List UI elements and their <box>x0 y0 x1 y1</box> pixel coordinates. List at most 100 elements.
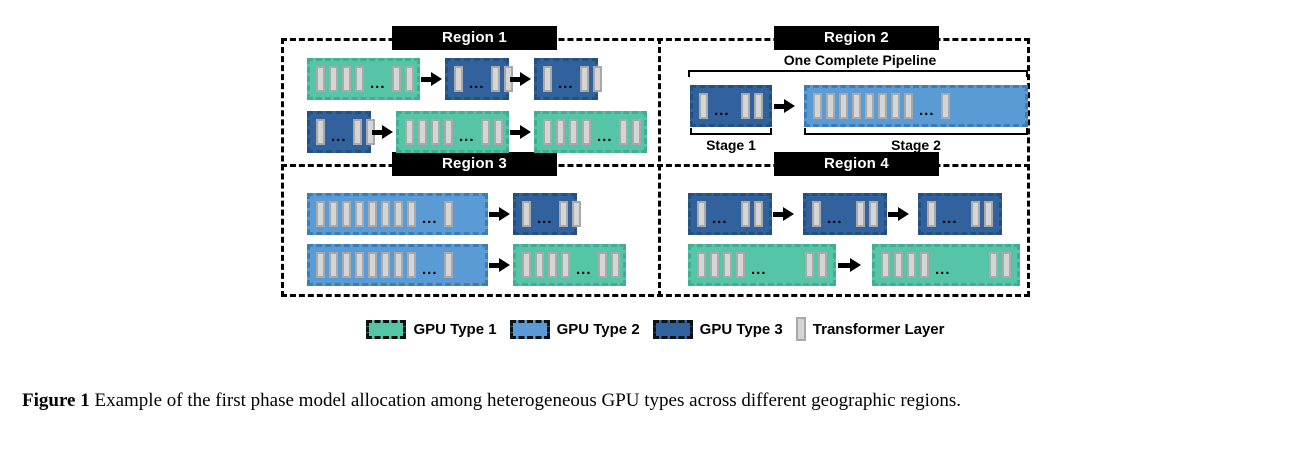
layer-ellipsis: ... <box>422 209 438 227</box>
layer-ellipsis: ... <box>370 74 386 92</box>
arrow-right-icon <box>784 99 795 113</box>
transformer-layer <box>592 66 602 92</box>
transformer-layer <box>444 119 453 145</box>
transformer-layer <box>443 201 453 227</box>
regions-outer-frame <box>281 38 1030 297</box>
transformer-layer <box>543 119 552 145</box>
arrow-shaft <box>372 129 382 135</box>
region-3-row-2-block-1: ... <box>307 244 488 286</box>
transformer-layer <box>878 93 887 119</box>
layer-ellipsis: ... <box>537 209 553 227</box>
transformer-layer <box>984 201 993 227</box>
transformer-layer <box>561 252 570 278</box>
transformer-layer <box>839 93 848 119</box>
layer-ellipsis: ... <box>469 74 485 92</box>
transformer-layer <box>631 119 641 145</box>
transformer-layer <box>989 252 998 278</box>
transformer-layer <box>597 252 607 278</box>
transformer-layer <box>316 252 325 278</box>
transformer-layer <box>754 93 763 119</box>
gpu-type-2-swatch-icon <box>509 319 550 339</box>
transformer-layer <box>569 119 578 145</box>
transformer-layer <box>1002 252 1011 278</box>
regions-horizontal-divider <box>281 164 1030 167</box>
region-1-row-1-block-2: ... <box>445 58 513 100</box>
transformer-layer <box>741 201 750 227</box>
region-1-row-2-block-1: ... <box>307 111 375 153</box>
transformer-layer <box>316 201 325 227</box>
arrow-shaft <box>489 262 499 268</box>
transformer-layer <box>316 66 325 92</box>
layer-ellipsis: ... <box>558 74 574 92</box>
region-4-row-1-block-2: ... <box>803 193 887 235</box>
arrow-shaft <box>421 76 431 82</box>
transformer-layer <box>522 201 531 227</box>
transformer-layer <box>971 201 980 227</box>
transformer-layer <box>342 252 351 278</box>
transformer-layer <box>368 201 377 227</box>
region-3-title: Region 3 <box>392 152 557 176</box>
region-3-row-2-block-2: ... <box>513 244 626 286</box>
arrow-right-icon <box>520 72 531 86</box>
transformer-layer <box>940 93 950 119</box>
arrow-shaft <box>838 262 850 268</box>
region-1-row-1-block-1: ... <box>307 58 420 100</box>
arrow-right-icon <box>783 207 794 221</box>
layer-ellipsis: ... <box>422 260 438 278</box>
transformer-layer <box>891 93 900 119</box>
transformer-layer <box>355 66 364 92</box>
transformer-layer <box>355 252 364 278</box>
arrow-right-icon <box>382 125 393 139</box>
transformer-layer <box>316 119 325 145</box>
transformer-layer <box>443 252 453 278</box>
transformer-layer <box>741 93 750 119</box>
transformer-layer <box>381 252 390 278</box>
arrow-right-icon <box>898 207 909 221</box>
transformer-layer <box>381 201 390 227</box>
regions-vertical-divider <box>658 38 661 297</box>
legend-label: GPU Type 2 <box>556 320 640 338</box>
transformer-layer <box>618 119 628 145</box>
pipeline-bracket <box>688 70 1028 77</box>
arrow-shaft <box>888 211 898 217</box>
transformer-layer <box>927 201 936 227</box>
figure-caption-label: Figure 1 <box>22 390 90 411</box>
region-3-row-1-block-1: ... <box>307 193 488 235</box>
region-1-row-2-block-3: ... <box>534 111 647 153</box>
region-4-title: Region 4 <box>774 152 939 176</box>
legend-item-gpu-type-2: GPU Type 2 <box>509 319 640 339</box>
layer-ellipsis: ... <box>459 127 475 145</box>
transformer-layer <box>904 93 913 119</box>
legend-label: GPU Type 1 <box>413 320 497 338</box>
stage-1-label: Stage 1 <box>706 137 756 153</box>
region-2-title: Region 2 <box>774 26 939 50</box>
arrow-right-icon <box>520 125 531 139</box>
transformer-layer <box>342 201 351 227</box>
legend-label: Transformer Layer <box>812 320 945 338</box>
transformer-layer <box>454 66 463 92</box>
transformer-layer <box>826 93 835 119</box>
transformer-layer <box>736 252 745 278</box>
arrow-right-icon <box>850 258 861 272</box>
arrow-right-icon <box>499 207 510 221</box>
transformer-layer <box>329 201 338 227</box>
legend-item-gpu-type-1: GPU Type 1 <box>366 319 497 339</box>
figure-caption-text: Example of the first phase model allocat… <box>94 390 962 411</box>
transformer-layer <box>813 93 822 119</box>
transformer-layer <box>493 119 503 145</box>
transformer-layer <box>407 252 416 278</box>
transformer-layer <box>582 119 591 145</box>
transformer-layer <box>610 252 620 278</box>
transformer-layer <box>856 201 865 227</box>
transformer-layer <box>818 252 827 278</box>
transformer-layer <box>535 252 544 278</box>
transformer-layer <box>805 252 814 278</box>
region-1-row-2-block-2: ... <box>396 111 509 153</box>
transformer-layer <box>355 201 364 227</box>
arrow-right-icon <box>431 72 442 86</box>
layer-ellipsis: ... <box>714 101 730 119</box>
transformer-layer <box>543 66 552 92</box>
transformer-layer <box>329 66 338 92</box>
arrow-shaft <box>510 129 520 135</box>
